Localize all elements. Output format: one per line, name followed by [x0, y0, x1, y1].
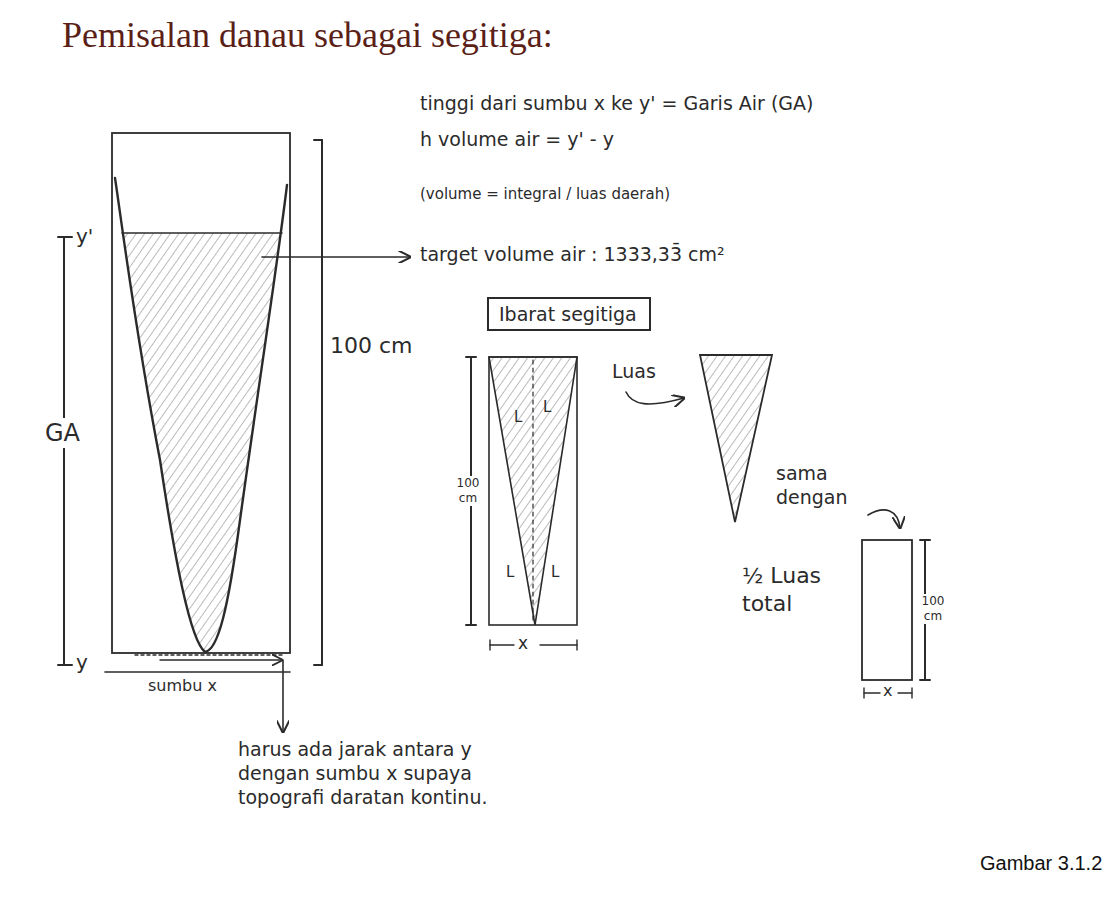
- sketch-label: 100 cm: [330, 332, 413, 360]
- sketch-label: Luas: [612, 360, 656, 384]
- sketch-label: L: [551, 563, 559, 582]
- box-text: Ibarat segitiga: [499, 303, 639, 325]
- sketch-label: ½ Luas total: [742, 562, 842, 617]
- sketch-label: harus ada jarak antara y dengan sumbu x …: [238, 738, 538, 809]
- sketch-label: h volume air = y' - y: [420, 128, 614, 152]
- sketch-label: GA: [42, 418, 83, 448]
- note-box: Ibarat segitiga: [487, 297, 651, 331]
- sketch-label: (volume = integral / luas daerah): [420, 185, 670, 204]
- sketch-label: x: [883, 681, 892, 701]
- sketch-label: L: [514, 408, 522, 427]
- sketch-label: sama dengan: [776, 462, 871, 510]
- sketch-label: L: [506, 563, 514, 582]
- sketch-label: 100 cm: [913, 594, 953, 624]
- sketch-label: y': [76, 224, 93, 249]
- sketch-label: tinggi dari sumbu x ke y' = Garis Air (G…: [420, 92, 814, 116]
- sketch-label: y: [76, 650, 88, 675]
- figure-caption: Gambar 3.1.2: [980, 852, 1102, 875]
- slide-title: Pemisalan danau sebagai segitiga:: [62, 14, 553, 56]
- sketch-label: target volume air : 1333,33̄ cm²: [420, 243, 725, 267]
- sketch-label: sumbu x: [148, 676, 217, 696]
- sketch-label: L: [543, 398, 551, 417]
- sketch-label: 100 cm: [448, 476, 488, 506]
- sketch-label: x: [518, 633, 528, 654]
